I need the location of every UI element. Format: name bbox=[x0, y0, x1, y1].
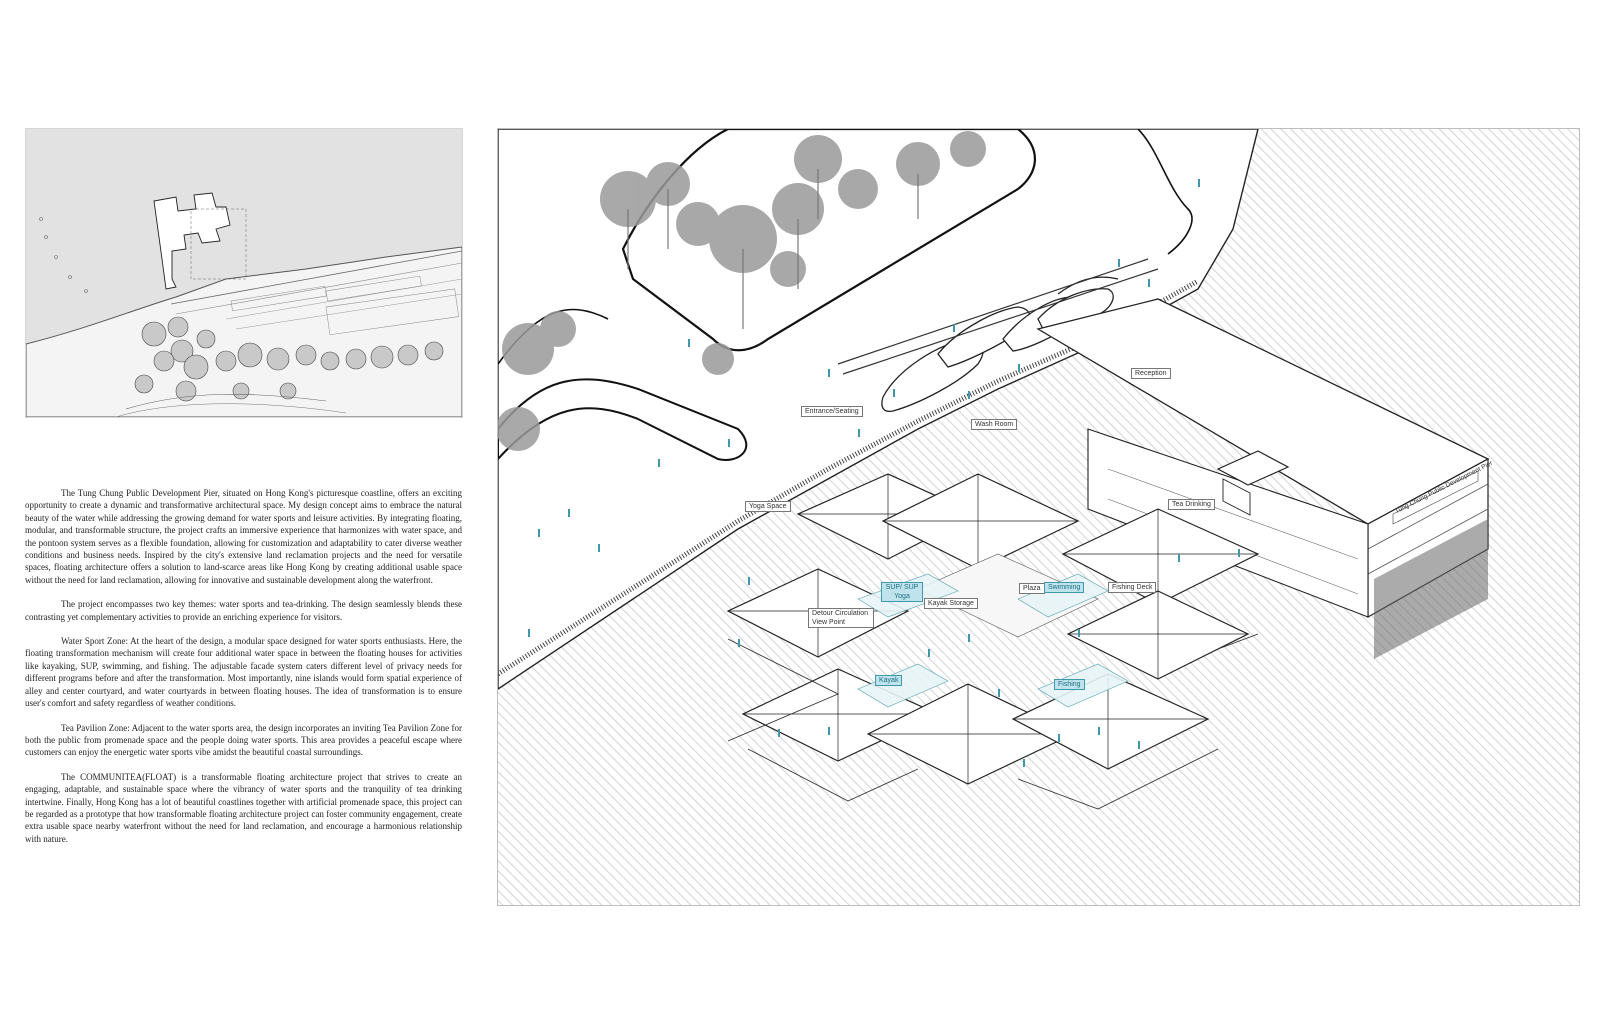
project-description: The Tung Chung Public Development Pier, … bbox=[25, 487, 462, 857]
label-fishing: Fishing bbox=[1054, 679, 1085, 690]
pier-outline bbox=[153, 192, 231, 290]
label-kayak: Kayak bbox=[875, 675, 903, 686]
label-plaza: Plaza bbox=[1019, 583, 1045, 594]
label-entrance-seating: Entrance/Seating bbox=[801, 406, 863, 417]
description-paragraph: Tea Pavilion Zone: Adjacent to the water… bbox=[25, 722, 462, 758]
label-fishing-deck: Fishing Deck bbox=[1108, 582, 1157, 593]
main-pier bbox=[1036, 298, 1490, 659]
central-courtyard bbox=[917, 553, 1099, 638]
site-plan-map bbox=[25, 128, 463, 418]
description-paragraph: The COMMUNITEA(FLOAT) is a transformable… bbox=[25, 771, 462, 844]
description-paragraph: The Tung Chung Public Development Pier, … bbox=[25, 488, 462, 585]
axonometric-svg bbox=[498, 129, 1579, 905]
label-kayak-storage: Kayak Storage bbox=[924, 598, 978, 609]
label-sup-yoga: SUP/ SUP Yoga bbox=[881, 582, 923, 602]
label-yoga-space: Yoga Space bbox=[745, 501, 791, 512]
description-paragraph: The project encompasses two key themes: … bbox=[25, 599, 462, 622]
label-reception: Reception bbox=[1131, 368, 1171, 379]
label-tea-drinking: Tea Drinking bbox=[1168, 499, 1215, 510]
site-plan-drawing bbox=[26, 192, 462, 417]
park-trees bbox=[498, 131, 986, 451]
description-paragraph: Water Sport Zone: At the heart of the de… bbox=[25, 636, 462, 709]
canopy-shelters bbox=[881, 276, 1119, 413]
axonometric-drawing: Entrance/Seating Reception Wash Room Yog… bbox=[497, 128, 1580, 906]
people-figures bbox=[528, 179, 1240, 767]
label-detour-circulation: Detour Circulation View Point bbox=[808, 608, 874, 628]
label-swimming: Swimming bbox=[1044, 582, 1085, 593]
label-wash-room: Wash Room bbox=[971, 419, 1018, 430]
site-plan-trees bbox=[134, 316, 444, 402]
